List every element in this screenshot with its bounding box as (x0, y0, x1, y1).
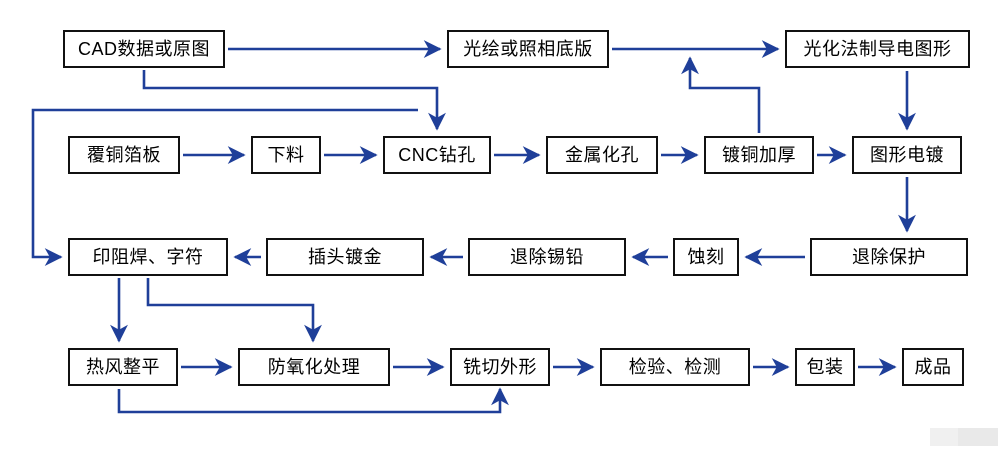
node-label: 蚀刻 (687, 247, 725, 267)
node-copper-thickening[interactable]: 镀铜加厚 (704, 136, 814, 174)
node-label: 镀铜加厚 (722, 145, 796, 165)
node-label: 防氧化处理 (267, 357, 361, 377)
node-label: CNC钻孔 (398, 145, 476, 165)
node-pattern-plating[interactable]: 图形电镀 (852, 136, 962, 174)
node-copper-clad-laminate[interactable]: 覆铜箔板 (68, 136, 180, 174)
node-profile-routing[interactable]: 铣切外形 (450, 348, 550, 386)
edge-cad-to-cnc (142, 70, 446, 131)
node-cutting[interactable]: 下料 (251, 136, 321, 174)
node-cnc-drilling[interactable]: CNC钻孔 (383, 136, 491, 174)
node-label: 检验、检测 (628, 357, 722, 377)
node-gold-finger-plating[interactable]: 插头镀金 (266, 238, 424, 276)
node-label: 光绘或照相底版 (463, 39, 593, 59)
edge-soldermask-to-antioxidation (146, 278, 322, 343)
node-label: 热风整平 (86, 357, 160, 377)
node-label: 光化法制导电图形 (803, 39, 952, 59)
node-plated-through-hole[interactable]: 金属化孔 (546, 136, 658, 174)
node-strip-tin-lead[interactable]: 退除锡铅 (468, 238, 626, 276)
edge-copperthicken-to-photochem (681, 56, 761, 133)
node-strip-resist[interactable]: 退除保护 (810, 238, 968, 276)
watermark-bar-right (958, 428, 998, 446)
node-anti-oxidation[interactable]: 防氧化处理 (238, 348, 390, 386)
node-label: 图形电镀 (870, 145, 944, 165)
node-cad-data[interactable]: CAD数据或原图 (63, 30, 225, 68)
node-photoplot[interactable]: 光绘或照相底版 (447, 30, 609, 68)
node-label: 成品 (914, 357, 952, 377)
node-label: 金属化孔 (565, 145, 639, 165)
node-solder-mask-legend[interactable]: 印阻焊、字符 (68, 238, 228, 276)
node-label: 包装 (806, 357, 844, 377)
node-label: 覆铜箔板 (87, 145, 161, 165)
node-label: CAD数据或原图 (77, 39, 210, 59)
node-label: 退除锡铅 (510, 247, 584, 267)
node-label: 下料 (267, 145, 305, 165)
node-inspection-testing[interactable]: 检验、检测 (600, 348, 750, 386)
node-etching[interactable]: 蚀刻 (673, 238, 739, 276)
node-label: 退除保护 (852, 247, 926, 267)
edge-leftbus-to-soldermask (31, 108, 418, 266)
node-label: 插头镀金 (308, 247, 382, 267)
node-label: 铣切外形 (463, 357, 537, 377)
edge-hasl-loop-to-routing (117, 387, 509, 414)
node-photochemical-pattern[interactable]: 光化法制导电图形 (785, 30, 970, 68)
node-packing[interactable]: 包装 (795, 348, 855, 386)
node-label: 印阻焊、字符 (92, 247, 204, 267)
node-hot-air-leveling[interactable]: 热风整平 (68, 348, 178, 386)
node-finished-product[interactable]: 成品 (902, 348, 964, 386)
